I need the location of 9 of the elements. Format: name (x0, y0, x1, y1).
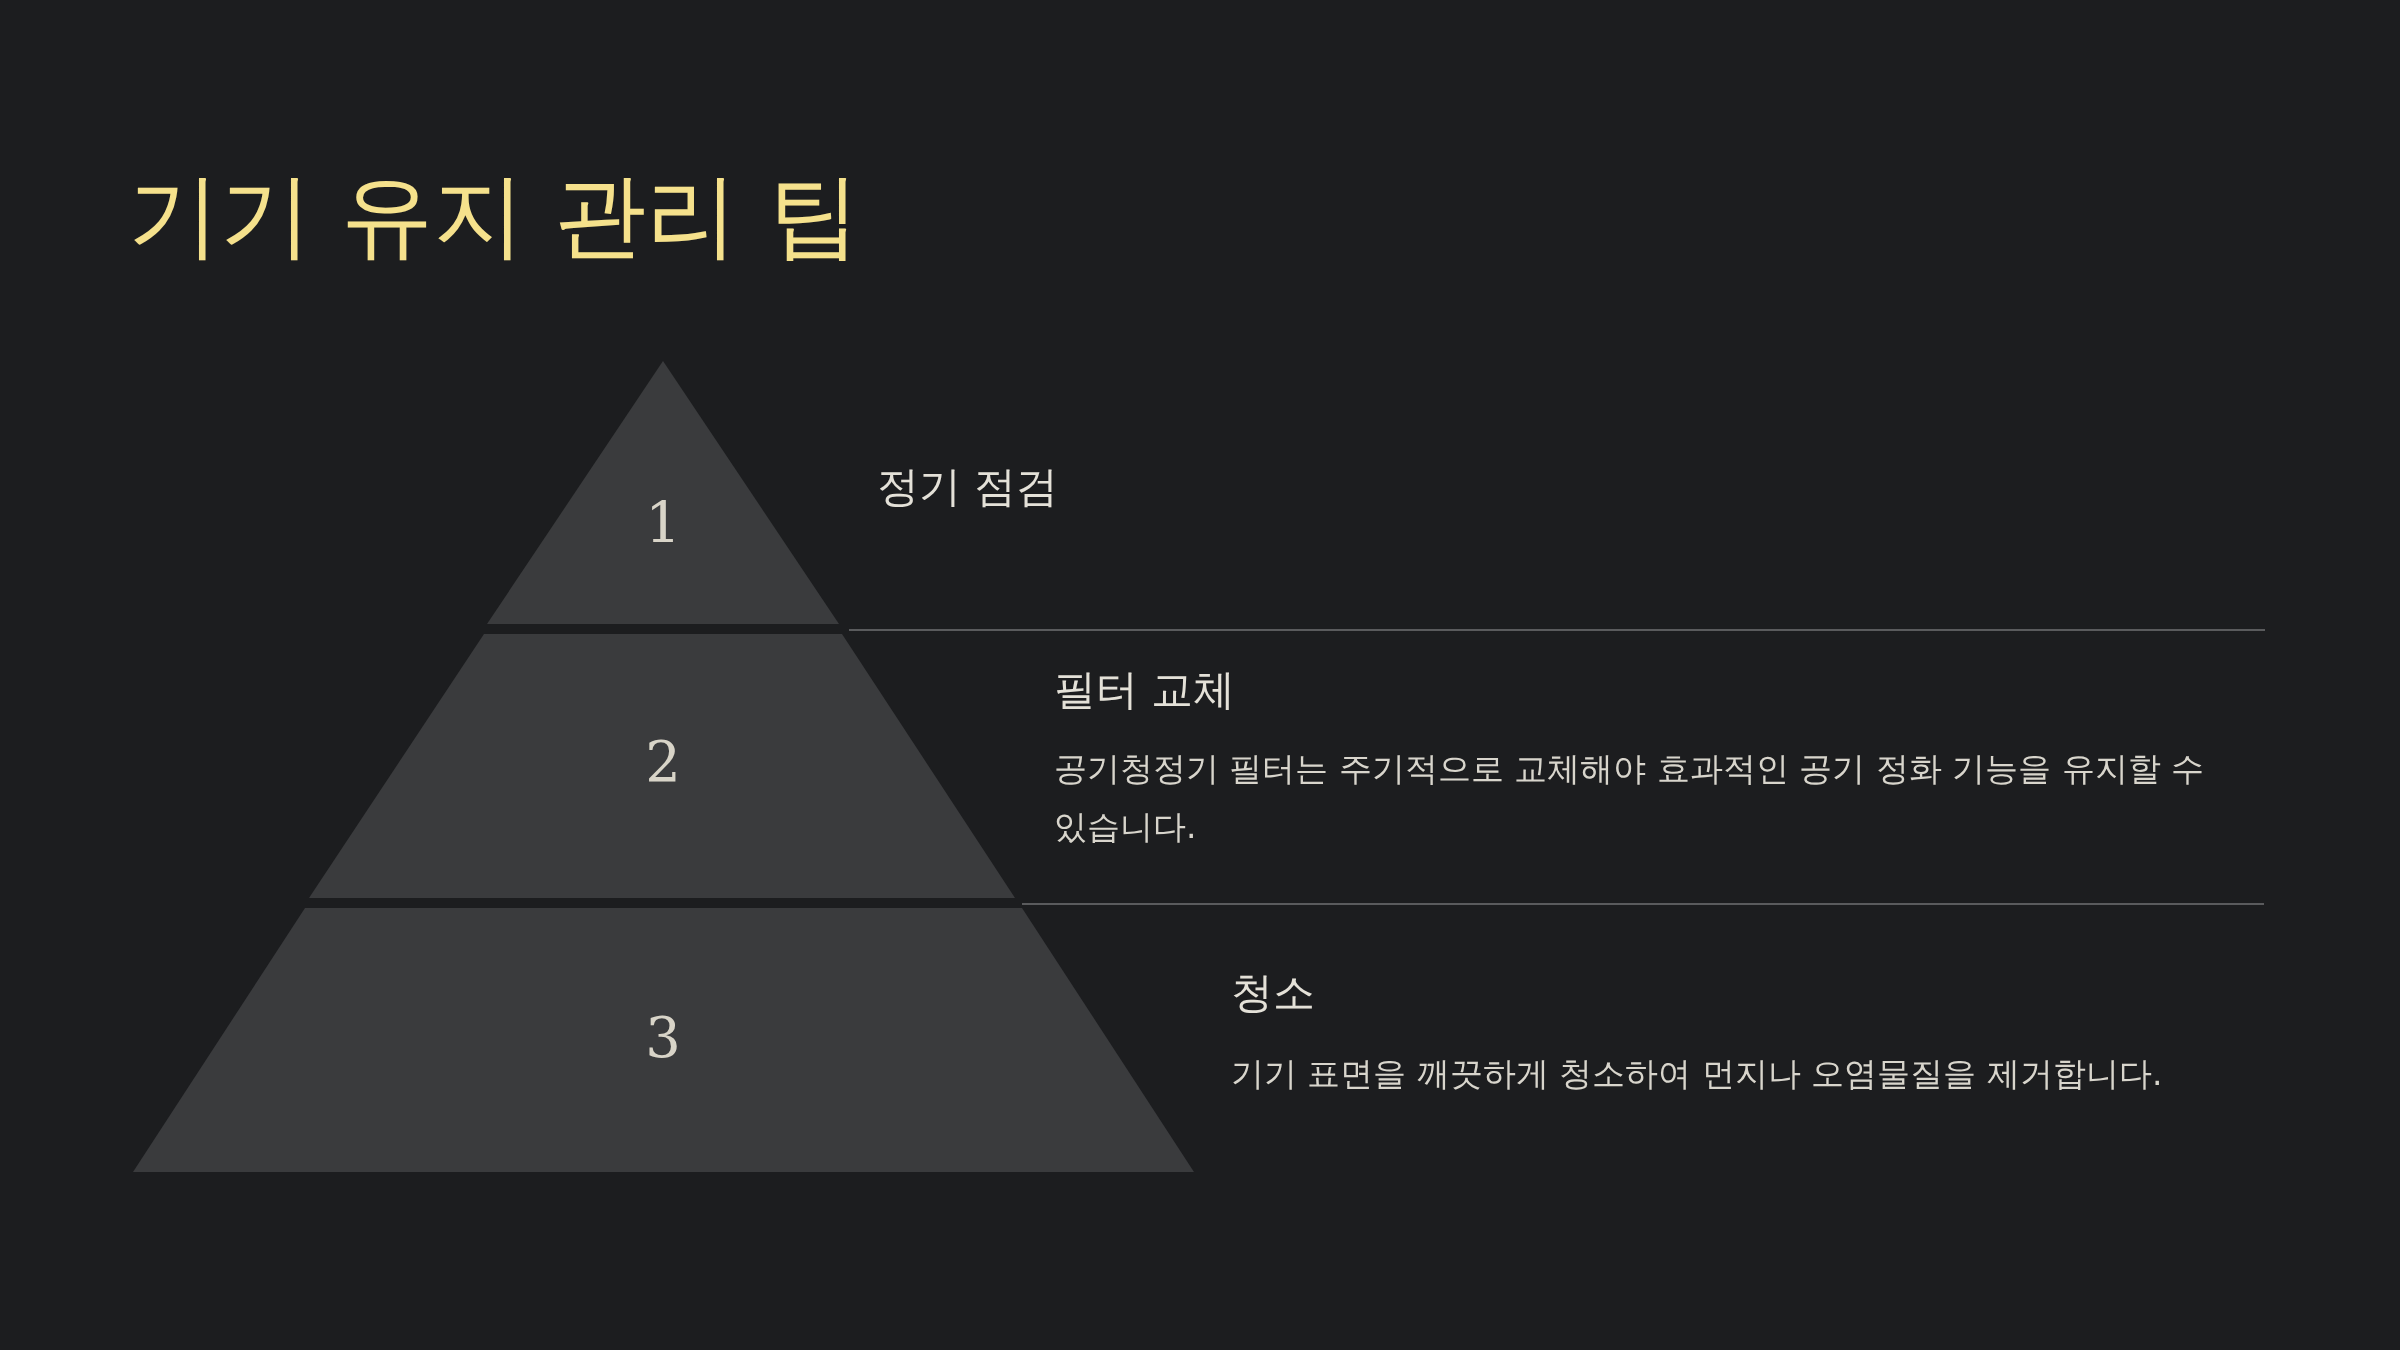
tier-number: 2 (645, 734, 681, 790)
title: 기기 유지 관리 팁 (128, 165, 860, 267)
tier-heading: 필터 교체 (1054, 665, 1236, 716)
tier-heading: 정기 점검 (877, 462, 1059, 513)
tier-number: 3 (645, 1010, 681, 1066)
tier-description: 공기청정기 필터는 주기적으로 교체해야 효과적인 공기 정화 기능을 유지할 수 있습니다. (1054, 748, 2206, 848)
tier-description: 기기 표면을 깨끗하게 청소하여 먼지나 오염물질을 제거합니다. (1231, 1053, 2164, 1095)
tier-heading: 청소 (1231, 968, 1315, 1019)
tier-number: 1 (645, 495, 681, 551)
